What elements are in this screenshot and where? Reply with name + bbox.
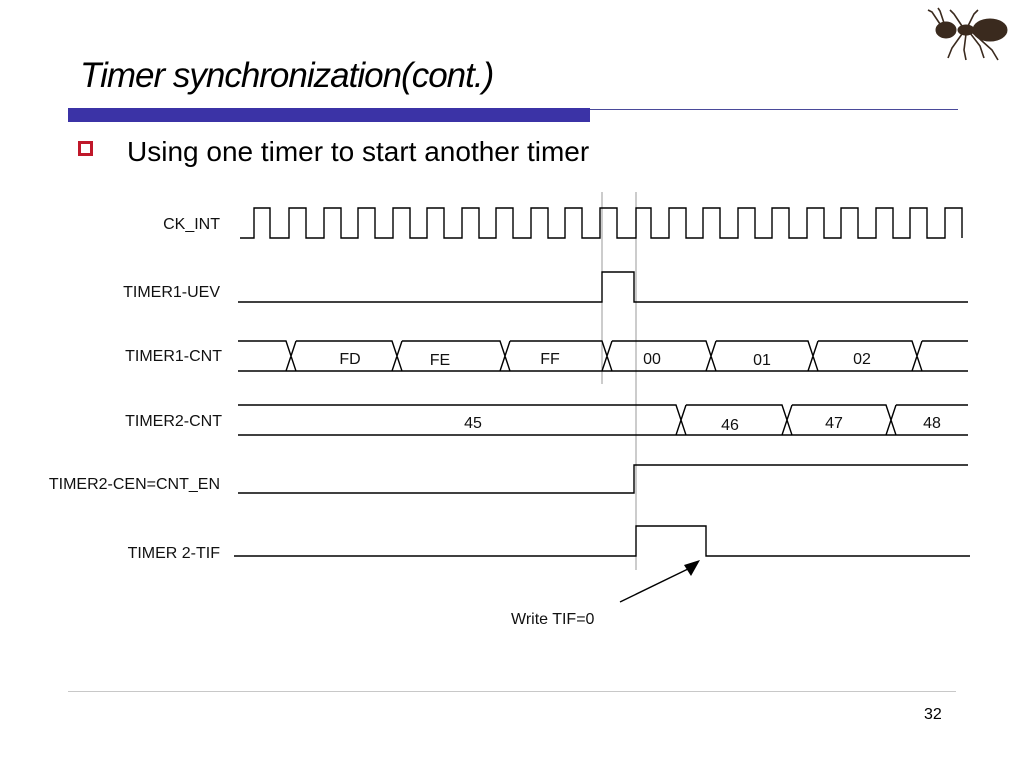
annotation-arrowhead-icon [684, 560, 700, 576]
label-timer2-cen: TIMER2-CEN=CNT_EN [49, 476, 220, 493]
slide-title: Timer synchronization(cont.) [80, 56, 494, 95]
timer1-cnt-value: 00 [643, 351, 661, 368]
timer2-cnt-bus [238, 404, 968, 436]
timer1-cnt-value: FF [540, 351, 560, 368]
page-number: 32 [924, 706, 942, 723]
timer2-cnt-value: 48 [923, 415, 941, 432]
title-underline-line [590, 109, 958, 110]
timer1-uev-waveform [238, 271, 968, 303]
annotation-text: Write TIF=0 [511, 611, 595, 628]
timer2-cnt-value: 45 [464, 415, 482, 432]
timer1-cnt-value: 01 [753, 352, 771, 369]
label-timer2-tif: TIMER 2-TIF [128, 545, 221, 562]
footer-divider [68, 691, 956, 692]
bullet-text: Using one timer to start another timer [127, 136, 590, 167]
timer2-cnt-value: 46 [721, 417, 739, 434]
label-timer1-uev: TIMER1-UEV [123, 284, 220, 301]
timer2-cen-waveform [238, 464, 968, 494]
ant-logo-icon [927, 7, 1008, 61]
label-timer1-cnt: TIMER1-CNT [125, 348, 222, 365]
label-timer2-cnt: TIMER2-CNT [125, 413, 222, 430]
bullet-square-icon [78, 141, 93, 156]
timer1-cnt-value: 02 [853, 351, 871, 368]
label-ck-int: CK_INT [163, 216, 220, 233]
title-underline-bar [68, 108, 590, 122]
annotation-arrow-line [619, 567, 691, 603]
timer1-cnt-bus [238, 340, 968, 372]
timer1-cnt-value: FE [430, 352, 450, 369]
timer2-tif-waveform [234, 525, 970, 557]
timer2-cnt-value: 47 [825, 415, 843, 432]
ck-int-waveform [240, 207, 963, 239]
timer1-cnt-value: FD [339, 351, 360, 368]
